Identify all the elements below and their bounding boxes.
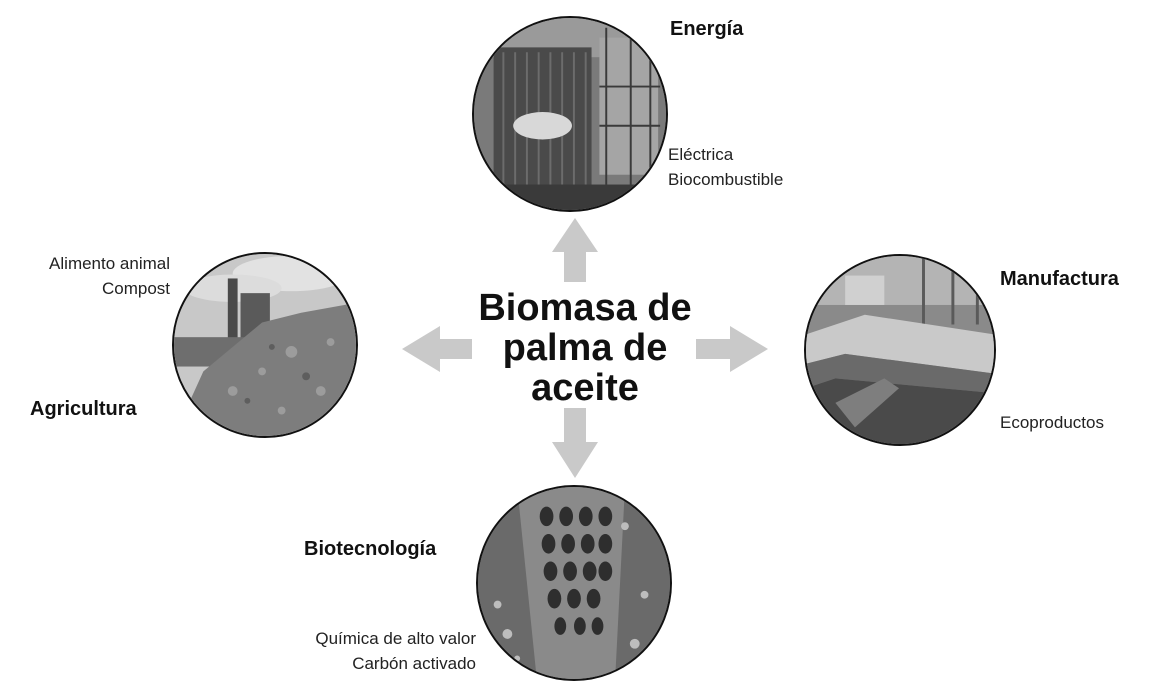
- manufactura-photo: [804, 254, 996, 446]
- energia-title: Energía: [670, 18, 744, 40]
- center-title-line: Biomasa de: [478, 287, 692, 329]
- biotecnologia-photo: [476, 485, 672, 681]
- arrow-down: [552, 408, 598, 478]
- energia-item: Eléctrica: [668, 145, 734, 164]
- arrow-left: [402, 326, 472, 372]
- agricultura-item: Compost: [101, 279, 170, 298]
- agricultura-items: Alimento animal Compost: [49, 251, 170, 301]
- agricultura-item: Alimento animal: [49, 254, 170, 273]
- biotecnologia-items: Química de alto valor Carbón activado: [315, 626, 476, 676]
- agricultura-title: Agricultura: [30, 398, 137, 420]
- manufactura-item: Ecoproductos: [1000, 413, 1104, 432]
- center-title-line: palma de: [502, 327, 668, 369]
- energia-items: Eléctrica Biocombustible: [668, 142, 783, 192]
- manufactura-items: Ecoproductos: [1000, 410, 1104, 435]
- manufactura-title: Manufactura: [1000, 268, 1119, 290]
- agricultura-photo: [172, 252, 358, 438]
- center-title: Biomasa de palma de aceite: [440, 288, 730, 408]
- arrow-up: [552, 218, 598, 282]
- energia-item: Biocombustible: [668, 170, 784, 189]
- biotecnologia-title: Biotecnología: [304, 538, 437, 560]
- center-title-line: aceite: [531, 367, 639, 409]
- biotecnologia-item: Química de alto valor: [315, 629, 476, 648]
- arrow-right: [696, 326, 768, 372]
- energia-photo: [472, 16, 668, 212]
- biotecnologia-item: Carbón activado: [352, 654, 476, 673]
